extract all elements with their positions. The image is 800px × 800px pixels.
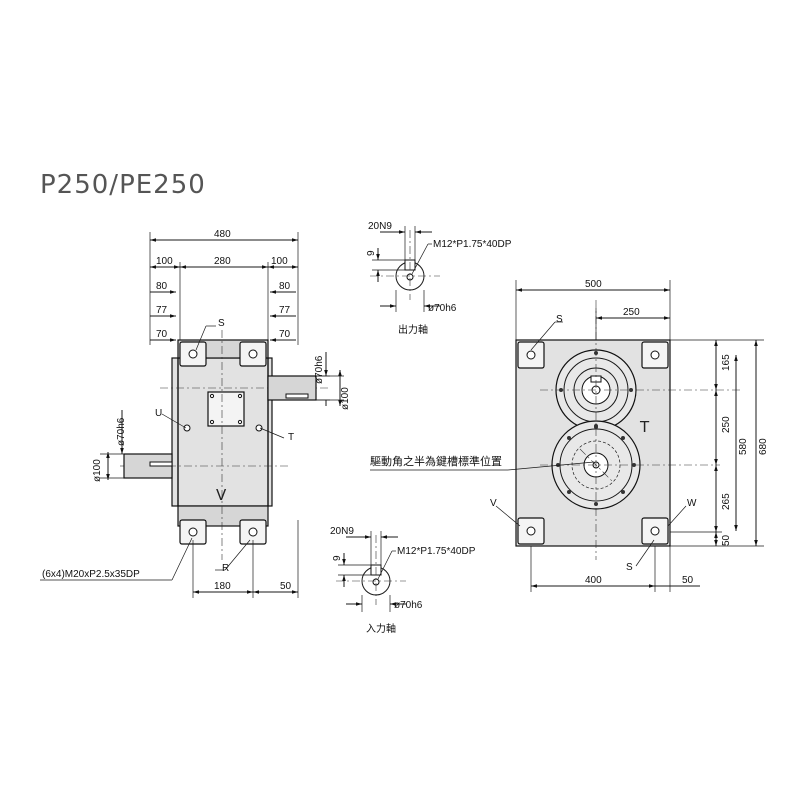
- dim-50-right: 50: [721, 534, 732, 546]
- in-thread: M12*P1.75*40DP: [397, 546, 476, 557]
- dim-output-shaft-dia: ø70h6: [314, 355, 325, 384]
- inspection-cover: [207, 391, 245, 427]
- out-thread: M12*P1.75*40DP: [433, 239, 512, 250]
- dim-50-front: 50: [280, 581, 292, 592]
- side-label-s-bottom: S: [626, 562, 633, 573]
- plug-u: [183, 424, 191, 432]
- side-label-v: V: [490, 498, 497, 509]
- dim-500: 500: [585, 279, 602, 290]
- dim-480: 480: [214, 229, 231, 240]
- dim-400: 400: [585, 575, 602, 586]
- dim-70-right: 70: [279, 329, 291, 340]
- dim-580: 580: [738, 438, 749, 455]
- in-caption: 入力軸: [366, 622, 396, 635]
- label-r: R: [222, 563, 229, 574]
- side-label-s-top: S: [556, 314, 563, 325]
- plug-t: [255, 424, 263, 432]
- dim-280: 280: [214, 256, 231, 267]
- label-u: U: [155, 408, 162, 419]
- dim-100-left: 100: [156, 256, 173, 267]
- dim-100-right: 100: [271, 256, 288, 267]
- bolt-note: (6x4)M20xP2.5x35DP: [42, 569, 140, 580]
- dim-70-left: 70: [156, 329, 168, 340]
- out-caption: 出力軸: [398, 323, 428, 336]
- dim-180: 180: [214, 581, 231, 592]
- front-view: 480 100 280 100 80 80 77 77 70 70 ø70h6 …: [40, 229, 351, 598]
- in-keyway: 20N9: [330, 526, 354, 537]
- label-t: T: [288, 432, 294, 443]
- dim-input-shaft-dia: ø70h6: [116, 417, 127, 446]
- label-v: V: [216, 486, 227, 504]
- input-shaft-detail: 20N9 9 M12*P1.75*40DP ø70h6 入力軸: [330, 526, 476, 635]
- dim-680: 680: [758, 438, 769, 455]
- dim-50-bottom: 50: [682, 575, 694, 586]
- out-keyway: 20N9: [368, 221, 392, 232]
- keyway-position-note: 驅動角之半為鍵槽標準位置: [370, 454, 502, 468]
- in-diameter: ø70h6: [394, 600, 423, 611]
- side-label-t: T: [639, 418, 650, 436]
- label-s: S: [218, 318, 225, 329]
- dim-265: 265: [721, 493, 732, 510]
- dim-250-top: 250: [623, 307, 640, 318]
- in-depth: 9: [332, 555, 343, 561]
- dim-77-left: 77: [156, 305, 168, 316]
- dim-input-flange-dia: ø100: [92, 459, 103, 482]
- out-diameter: ø70h6: [428, 303, 457, 314]
- dim-output-flange-dia: ø100: [340, 387, 351, 410]
- dim-165: 165: [721, 354, 732, 371]
- dim-77-right: 77: [279, 305, 291, 316]
- side-view: 500 250 165 250 265 50 580 680 400 50 S …: [370, 279, 769, 592]
- out-depth: 9: [366, 250, 377, 256]
- dim-80-left: 80: [156, 281, 168, 292]
- dim-80-right: 80: [279, 281, 291, 292]
- drawing-title: P250/PE250: [40, 170, 206, 200]
- output-shaft-detail: 20N9 9 M12*P1.75*40DP ø70h6 出力軸: [366, 221, 512, 336]
- side-label-w: W: [687, 498, 697, 509]
- dim-250-right: 250: [721, 416, 732, 433]
